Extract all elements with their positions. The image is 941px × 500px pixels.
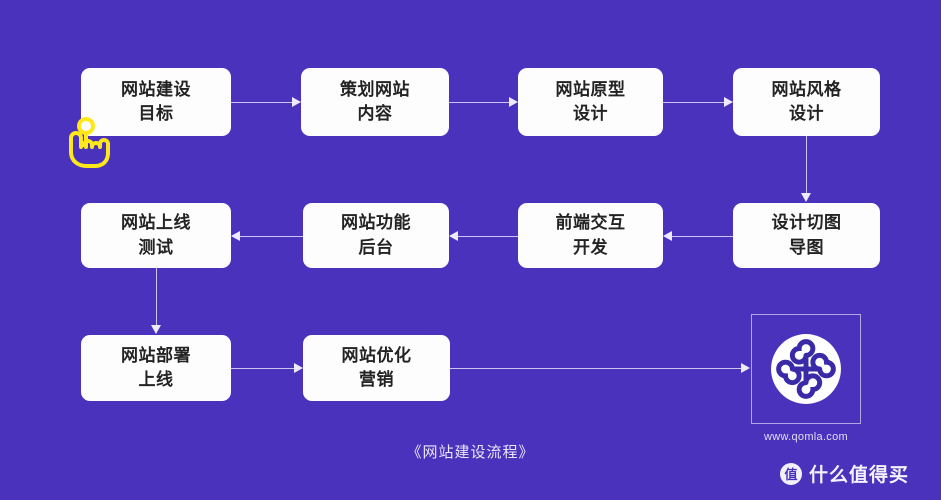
node-line-2: 导图 bbox=[789, 237, 824, 257]
connector-r2-3to2 bbox=[458, 236, 518, 237]
node-line-2: 后台 bbox=[358, 237, 394, 257]
watermark-badge: 值 bbox=[780, 462, 802, 485]
node-line-2: 测试 bbox=[138, 237, 174, 257]
arrowhead-right-icon bbox=[741, 363, 750, 373]
flow-node-slice-export[interactable]: 设计切图 导图 bbox=[733, 203, 880, 268]
connector-r2-4to3 bbox=[672, 236, 733, 237]
watermark-text: 什么值得买 bbox=[809, 465, 910, 486]
arrowhead-down-icon bbox=[801, 193, 811, 202]
tap-hand-icon bbox=[69, 117, 110, 168]
node-line-1: 网站风格 bbox=[771, 79, 842, 99]
node-line-2: 营销 bbox=[359, 370, 394, 389]
node-line-1: 网站优化 bbox=[341, 345, 412, 365]
node-line-1: 设计切图 bbox=[771, 213, 842, 233]
node-line-2: 目标 bbox=[138, 104, 174, 123]
brand-url-label: www.qomla.com bbox=[764, 431, 848, 443]
connector-r3-to-logo bbox=[450, 368, 742, 369]
flow-node-style-design[interactable]: 网站风格 设计 bbox=[733, 68, 880, 136]
flow-node-launch-test[interactable]: 网站上线 测试 bbox=[81, 203, 231, 268]
arrowhead-down-icon bbox=[151, 325, 161, 334]
flow-node-optimize-market[interactable]: 网站优化 营销 bbox=[303, 335, 450, 401]
arrowhead-right-icon bbox=[292, 97, 301, 107]
node-line-2: 内容 bbox=[357, 104, 393, 123]
connector-r1-3to4 bbox=[663, 102, 725, 103]
node-line-2: 设计 bbox=[573, 104, 608, 123]
arrowhead-left-icon bbox=[449, 231, 458, 241]
node-line-1: 网站部署 bbox=[121, 345, 191, 365]
arrowhead-right-icon bbox=[724, 97, 733, 107]
connector-r2-2to1 bbox=[240, 236, 303, 237]
node-line-1: 策划网站 bbox=[340, 79, 410, 99]
watermark: 值 什么值得买 bbox=[780, 460, 909, 487]
node-line-2: 设计 bbox=[789, 104, 824, 123]
connector-r1-2to3 bbox=[449, 102, 510, 103]
diagram-caption: 《网站建设流程》 bbox=[406, 444, 535, 461]
arrowhead-left-icon bbox=[231, 231, 240, 241]
flow-node-website-goal[interactable]: 网站建设 目标 bbox=[81, 68, 231, 136]
flow-node-frontend-dev[interactable]: 前端交互 开发 bbox=[518, 203, 663, 268]
flow-node-backend-features[interactable]: 网站功能 后台 bbox=[303, 203, 449, 268]
connector-r1-to-r2 bbox=[806, 136, 807, 194]
node-line-1: 网站建设 bbox=[121, 79, 191, 99]
arrowhead-right-icon bbox=[294, 363, 303, 373]
qomla-clover-logo-icon bbox=[771, 334, 841, 404]
node-line-1: 前端交互 bbox=[555, 213, 626, 233]
node-line-2: 开发 bbox=[573, 237, 608, 257]
connector-r3-1to2 bbox=[231, 368, 295, 369]
brand-logo-panel bbox=[751, 314, 861, 424]
flow-node-plan-content[interactable]: 策划网站 内容 bbox=[301, 68, 449, 136]
flow-node-prototype-design[interactable]: 网站原型 设计 bbox=[518, 68, 663, 136]
flow-node-deploy-live[interactable]: 网站部署 上线 bbox=[81, 335, 231, 401]
arrowhead-right-icon bbox=[509, 97, 518, 107]
node-line-1: 网站功能 bbox=[341, 213, 411, 233]
node-line-2: 上线 bbox=[138, 370, 174, 389]
connector-r1-1to2 bbox=[231, 102, 293, 103]
node-line-1: 网站原型 bbox=[555, 79, 626, 99]
connector-r2-to-r3 bbox=[156, 268, 157, 326]
node-line-1: 网站上线 bbox=[121, 213, 191, 233]
arrowhead-left-icon bbox=[663, 231, 672, 241]
